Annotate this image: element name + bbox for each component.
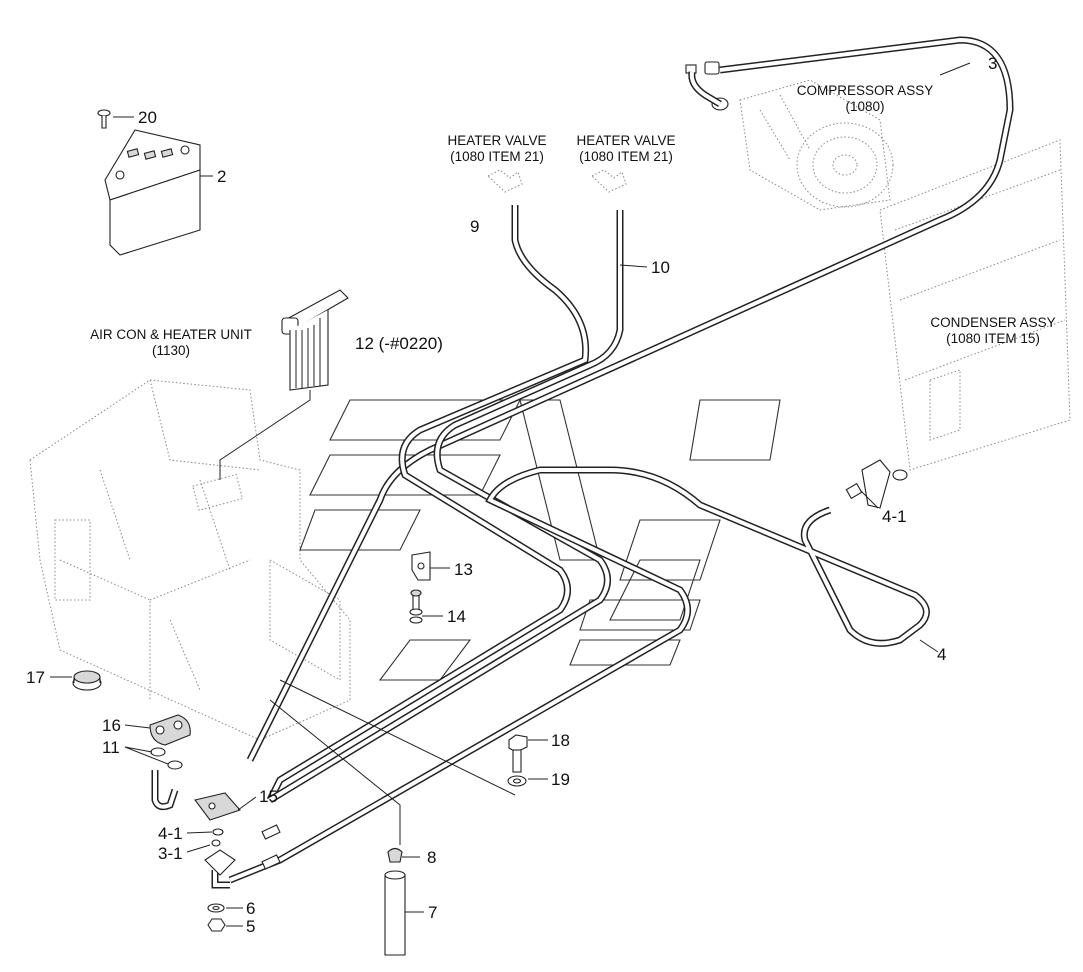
- callout-10: 10: [651, 258, 670, 277]
- callout-4-1-lower: 4-1: [158, 824, 183, 843]
- pipe-lower-bundle: [151, 770, 230, 889]
- heater-valve-left: [487, 169, 523, 193]
- caption-heater-valve-left-line2: (1080 ITEM 21): [450, 149, 544, 164]
- bracket-part-13: [411, 551, 431, 581]
- fitting-part-4-1: [845, 459, 908, 509]
- grommet-part-11: [150, 747, 183, 770]
- caption-heater-valve-right-line1: HEATER VALVE: [576, 133, 675, 148]
- callout-2: 2: [217, 167, 226, 186]
- pipe-9: [266, 205, 590, 802]
- callout-7: 7: [428, 903, 437, 922]
- callout-12: 12 (-#0220): [355, 334, 443, 353]
- callout-16: 16: [102, 716, 121, 735]
- condenser-assy-ghost: [879, 139, 1071, 471]
- caption-compressor-line2: (1080): [845, 99, 884, 114]
- caption-compressor-line1: COMPRESSOR ASSY: [797, 83, 934, 98]
- callout-17: 17: [26, 668, 45, 687]
- aircon-heater-unit-ghost: [29, 379, 351, 741]
- callout-3-1: 3-1: [158, 844, 183, 863]
- caption-heater-valve-left-line1: HEATER VALVE: [447, 133, 546, 148]
- caption-condenser-line2: (1080 ITEM 15): [946, 331, 1040, 346]
- filter-part-12: [281, 289, 349, 391]
- caption-aircon-line2: (1130): [152, 343, 190, 358]
- heater-valve-right: [591, 169, 627, 193]
- bolt-part-18: [508, 734, 528, 773]
- grommet-part-17: [72, 670, 102, 691]
- pipe-10: [268, 210, 624, 803]
- hose-part-7: [384, 870, 406, 956]
- callout-13: 13: [454, 560, 473, 579]
- callout-11: 11: [102, 738, 120, 757]
- leader-lines: [50, 62, 971, 927]
- screw-part-20: [97, 109, 111, 129]
- lower-fittings: [204, 824, 281, 876]
- caption-heater-valve-right-line2: (1080 ITEM 21): [579, 149, 673, 164]
- callout-8: 8: [427, 848, 436, 867]
- callout-20: 20: [138, 108, 157, 127]
- grommet-plate-part-16: [149, 714, 191, 746]
- callout-4-1-upper: 4-1: [882, 507, 907, 526]
- callout-18: 18: [551, 731, 570, 750]
- caption-aircon-line1: AIR CON & HEATER UNIT: [90, 327, 252, 342]
- callout-15: 15: [259, 787, 278, 806]
- control-panel-part-2: [104, 129, 201, 256]
- clip-part-8: [387, 847, 403, 863]
- callout-4: 4: [937, 645, 946, 664]
- washer-part-6: [207, 903, 225, 913]
- pipe-3-compressor-line: [246, 36, 1014, 762]
- callout-6: 6: [246, 899, 255, 918]
- pipe-4: [228, 466, 930, 884]
- compressor-assy-ghost: [739, 79, 894, 211]
- callout-14: 14: [447, 607, 466, 626]
- compressor-fittings: [685, 61, 729, 111]
- plate-part-15: [194, 792, 241, 821]
- bolt-part-14: [409, 589, 423, 624]
- callout-labels: 20 2 3 9 10 12 (-#0220) 4-1 13 14 4 17 1…: [26, 54, 997, 936]
- nut-part-5: [207, 918, 226, 932]
- callout-3: 3: [988, 54, 997, 73]
- callout-19: 19: [551, 770, 570, 789]
- washer-part-19: [507, 775, 527, 787]
- component-captions: COMPRESSOR ASSY (1080) HEATER VALVE (108…: [90, 83, 1056, 358]
- caption-condenser-line1: CONDENSER ASSY: [930, 315, 1055, 330]
- callout-9: 9: [470, 217, 479, 236]
- callout-5: 5: [246, 917, 255, 936]
